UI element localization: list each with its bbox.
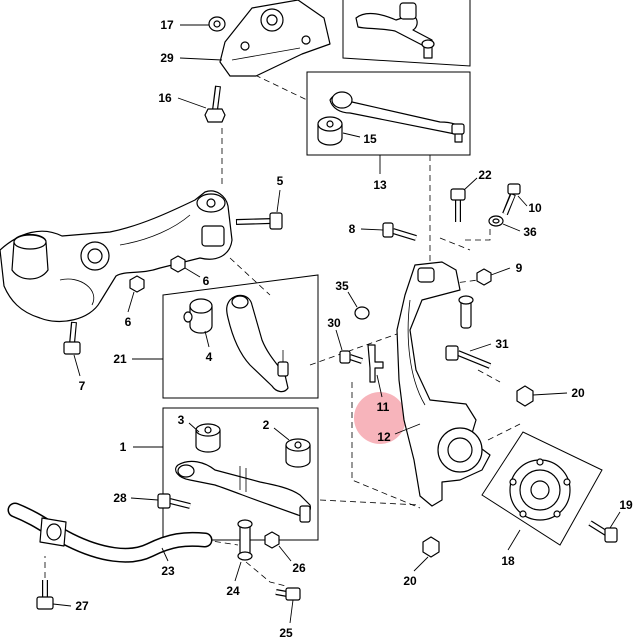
callout-9: 9 — [516, 261, 523, 275]
bushing-35 — [354, 306, 370, 320]
nut-20-upper — [516, 385, 534, 407]
stabilizer-link-24 — [237, 519, 253, 561]
callout-23: 23 — [161, 564, 175, 578]
callout-6-upper: 6 — [203, 274, 210, 288]
bushing-2 — [285, 438, 311, 468]
bolt-31 — [445, 345, 492, 369]
callout-21: 21 — [113, 352, 127, 366]
callout-30: 30 — [327, 316, 341, 330]
callout-16: 16 — [158, 91, 172, 105]
callout-4: 4 — [206, 350, 213, 364]
callout-8: 8 — [349, 222, 356, 236]
callout-20-lower: 20 — [403, 574, 417, 588]
bolt-25 — [275, 587, 301, 601]
top-mount — [219, 0, 331, 77]
bolt-5 — [235, 212, 283, 230]
washer-36 — [488, 215, 504, 227]
bolt-10 — [502, 183, 521, 216]
subframe — [0, 190, 233, 323]
nut-20-lower — [422, 536, 440, 558]
callout-11: 11 — [377, 400, 390, 414]
callout-35: 35 — [335, 279, 349, 293]
bracket-11 — [367, 344, 384, 383]
highlight-circle — [354, 392, 406, 444]
callout-29: 29 — [160, 51, 174, 65]
callout-3: 3 — [178, 413, 185, 427]
arm-21 — [226, 294, 289, 393]
frame-arm-21 — [162, 274, 319, 399]
ball-joint-pin — [458, 295, 474, 329]
bushing-3 — [195, 423, 221, 453]
knuckle-12 — [396, 261, 491, 507]
callout-18: 18 — [501, 554, 515, 568]
callout-27: 27 — [75, 599, 89, 613]
bolt-28 — [157, 493, 191, 509]
callout-24: 24 — [226, 584, 240, 598]
stabilizer-bar-23 — [7, 502, 213, 563]
bolt-22 — [450, 188, 466, 222]
bolt-16 — [204, 85, 226, 123]
bushing-4 — [183, 298, 213, 334]
callout-2: 2 — [263, 418, 270, 432]
callout-26: 26 — [292, 561, 306, 575]
callout-28: 28 — [113, 491, 127, 505]
callout-19: 19 — [619, 498, 633, 512]
callout-36: 36 — [523, 225, 537, 239]
callout-12: 12 — [377, 430, 391, 444]
callout-10: 10 — [528, 201, 542, 215]
bolt-19 — [588, 520, 618, 543]
upper-arm-13 — [329, 91, 465, 143]
callout-15: 15 — [363, 132, 377, 146]
bolt-27 — [36, 580, 54, 610]
nut-26 — [264, 531, 280, 549]
callout-13: 13 — [373, 178, 387, 192]
callout-1: 1 — [120, 440, 127, 454]
bolt-7 — [63, 321, 81, 355]
nut-9 — [476, 268, 492, 286]
callout-6-lower: 6 — [125, 315, 132, 329]
callout-5: 5 — [277, 174, 284, 188]
bolt-30 — [339, 350, 363, 364]
callout-25: 25 — [279, 626, 293, 640]
nut-6-upper — [170, 255, 186, 273]
bolt-8 — [382, 222, 417, 241]
assembly-dashed-lines — [44, 74, 521, 587]
bushing-17 — [208, 16, 226, 32]
callout-7: 7 — [79, 379, 86, 393]
bushing-15 — [317, 116, 343, 146]
upper-arm-top — [355, 2, 435, 59]
nut-6-lower — [129, 275, 145, 293]
callout-31: 31 — [495, 337, 509, 351]
wheel-hub-18 — [509, 458, 571, 521]
frame-upper-arm-13 — [306, 71, 471, 156]
arm-1 — [175, 460, 311, 523]
callout-20-upper: 20 — [571, 386, 585, 400]
frame-upper-arm-top — [342, 0, 471, 67]
callout-22: 22 — [478, 168, 492, 182]
frame-hub-18 — [481, 431, 603, 546]
callout-17: 17 — [160, 18, 174, 32]
leader-lines — [52, 24, 621, 624]
